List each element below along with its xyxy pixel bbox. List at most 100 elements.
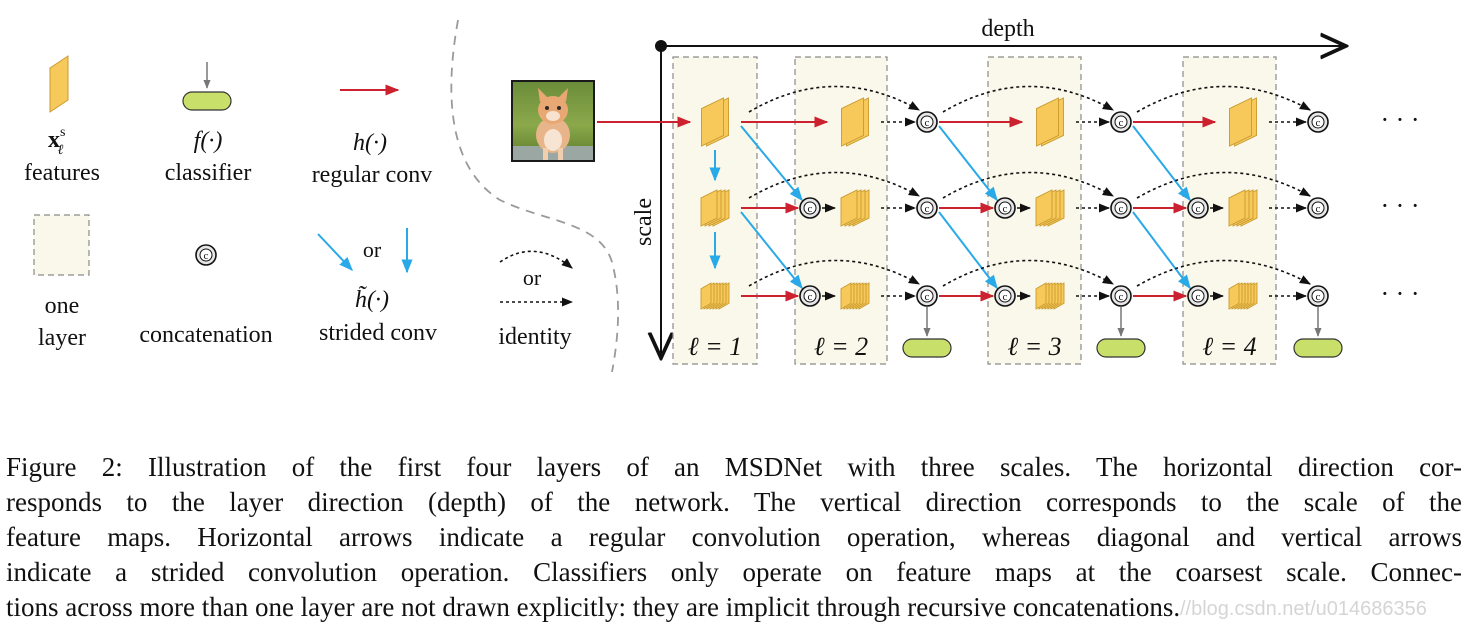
concat-node-core xyxy=(1191,289,1205,303)
concat-node-core xyxy=(1114,201,1128,215)
layer-label: ℓ = 3 xyxy=(1007,332,1061,361)
feature-map xyxy=(841,97,869,147)
ellipsis: · · · xyxy=(1381,105,1420,134)
feature-map-slice xyxy=(840,282,852,310)
figure-caption: Figure 2: Illustration of the first four… xyxy=(6,450,1462,625)
concat-node-core xyxy=(1311,289,1325,303)
strided-or-label: or xyxy=(363,237,382,262)
concat-node: c xyxy=(1110,111,1132,133)
concat-node: c xyxy=(799,285,821,307)
identity-arc xyxy=(1136,85,1311,113)
strided-conv-arrow xyxy=(938,211,998,290)
feature-map-slice xyxy=(700,282,712,310)
one-layer-label-2: layer xyxy=(38,325,86,351)
feature-map xyxy=(840,282,870,310)
feature-map xyxy=(840,189,870,227)
concat-node: c xyxy=(1110,197,1132,219)
feature-map xyxy=(701,97,729,147)
concat-node-glyph: c xyxy=(925,117,930,129)
depth-label: depth xyxy=(981,16,1034,42)
concat-node: c xyxy=(916,111,938,133)
concat-node-glyph: c xyxy=(1316,203,1321,215)
concat-node-core xyxy=(998,289,1012,303)
strided-conv-arrow xyxy=(740,125,803,202)
concat-node-glyph: c xyxy=(808,291,813,303)
ellipsis: · · · xyxy=(1381,191,1420,220)
strided-conv-arrow xyxy=(1132,125,1191,202)
concat-node-glyph: c xyxy=(1119,203,1124,215)
feature-map-icon xyxy=(49,55,69,113)
concat-node-core xyxy=(1114,115,1128,129)
concat-node-core xyxy=(920,201,934,215)
classifier-node xyxy=(1096,338,1146,358)
classifier-icon xyxy=(182,91,232,111)
layer-label: ℓ = 1 xyxy=(688,332,742,361)
concat-node-glyph: c xyxy=(808,203,813,215)
identity-or-label: or xyxy=(523,265,542,290)
connections xyxy=(597,85,1322,337)
concat-node-core xyxy=(998,201,1012,215)
concat-node: c xyxy=(916,197,938,219)
feature-map xyxy=(1228,282,1258,310)
concat-node: c xyxy=(1307,111,1329,133)
concat-node-core xyxy=(920,115,934,129)
concat-node-glyph: c xyxy=(1316,117,1321,129)
feature-map xyxy=(700,282,730,310)
strided-conv-arrow xyxy=(740,211,803,290)
caption-line: Figure 2: Illustration of the first four… xyxy=(6,452,1462,482)
feature-map-slice xyxy=(700,189,718,227)
layer-box-icon xyxy=(33,214,90,276)
identity-arc xyxy=(748,259,920,287)
feature-map xyxy=(1228,189,1258,227)
legend-separator xyxy=(450,19,619,373)
legend-strided-conv: or h̃(·) strided conv xyxy=(317,228,437,346)
feature-map xyxy=(700,189,730,227)
concat-node: c xyxy=(994,197,1016,219)
identity-label: identity xyxy=(498,324,571,350)
regular-conv-label: regular conv xyxy=(312,162,433,188)
concat-node: c xyxy=(1307,197,1329,219)
classifier-label: classifier xyxy=(165,160,252,186)
caption-line: feature maps. Horizontal arrows indicate… xyxy=(6,522,1462,552)
layer-label: ℓ = 4 xyxy=(1202,332,1256,361)
concat-node-glyph: c xyxy=(1196,203,1201,215)
concat-node: c xyxy=(799,197,821,219)
feature-map-slice xyxy=(841,97,864,147)
classifier-symbol: f(·) xyxy=(194,128,223,154)
concat-node-glyph: c xyxy=(1119,117,1124,129)
identity-arc xyxy=(942,171,1114,199)
concat-node-glyph: c xyxy=(1316,291,1321,303)
strided-conv-arrow xyxy=(938,125,998,202)
ellipsis: · · · xyxy=(1381,279,1420,308)
classifier-node xyxy=(902,338,952,358)
concat-node-glyph: c xyxy=(1003,203,1008,215)
feature-map-slice xyxy=(1035,189,1053,227)
feature-map-slice xyxy=(840,189,858,227)
feature-map xyxy=(1035,282,1065,310)
caption-line: responds to the layer direction (depth) … xyxy=(6,487,1462,517)
concat-node: c xyxy=(1307,285,1329,307)
feature-map-slice xyxy=(1228,189,1246,227)
legend-concatenation: c concatenation xyxy=(139,244,273,348)
legend-regular-conv: h(·) regular conv xyxy=(312,84,433,188)
concat-node-glyph: c xyxy=(1003,291,1008,303)
scale-label: scale xyxy=(631,198,657,246)
feature-map-slice xyxy=(1228,282,1240,310)
feature-map-slice xyxy=(1229,97,1252,147)
strided-conv-arrow xyxy=(1132,211,1191,290)
concat-node: c xyxy=(1187,285,1209,307)
feature-map-slice xyxy=(1036,97,1059,147)
legend-classifier: f(·) classifier xyxy=(165,62,252,186)
identity-arc xyxy=(1136,171,1311,199)
concat-node-glyph: c xyxy=(1119,291,1124,303)
watermark: //blog.csdn.net/u014686356 xyxy=(1180,598,1427,620)
classifier-node xyxy=(1293,338,1343,358)
concat-node: c xyxy=(1110,285,1132,307)
feature-map xyxy=(1035,189,1065,227)
strided-conv-symbol: h̃(·) xyxy=(355,285,389,313)
concat-node-core xyxy=(920,289,934,303)
